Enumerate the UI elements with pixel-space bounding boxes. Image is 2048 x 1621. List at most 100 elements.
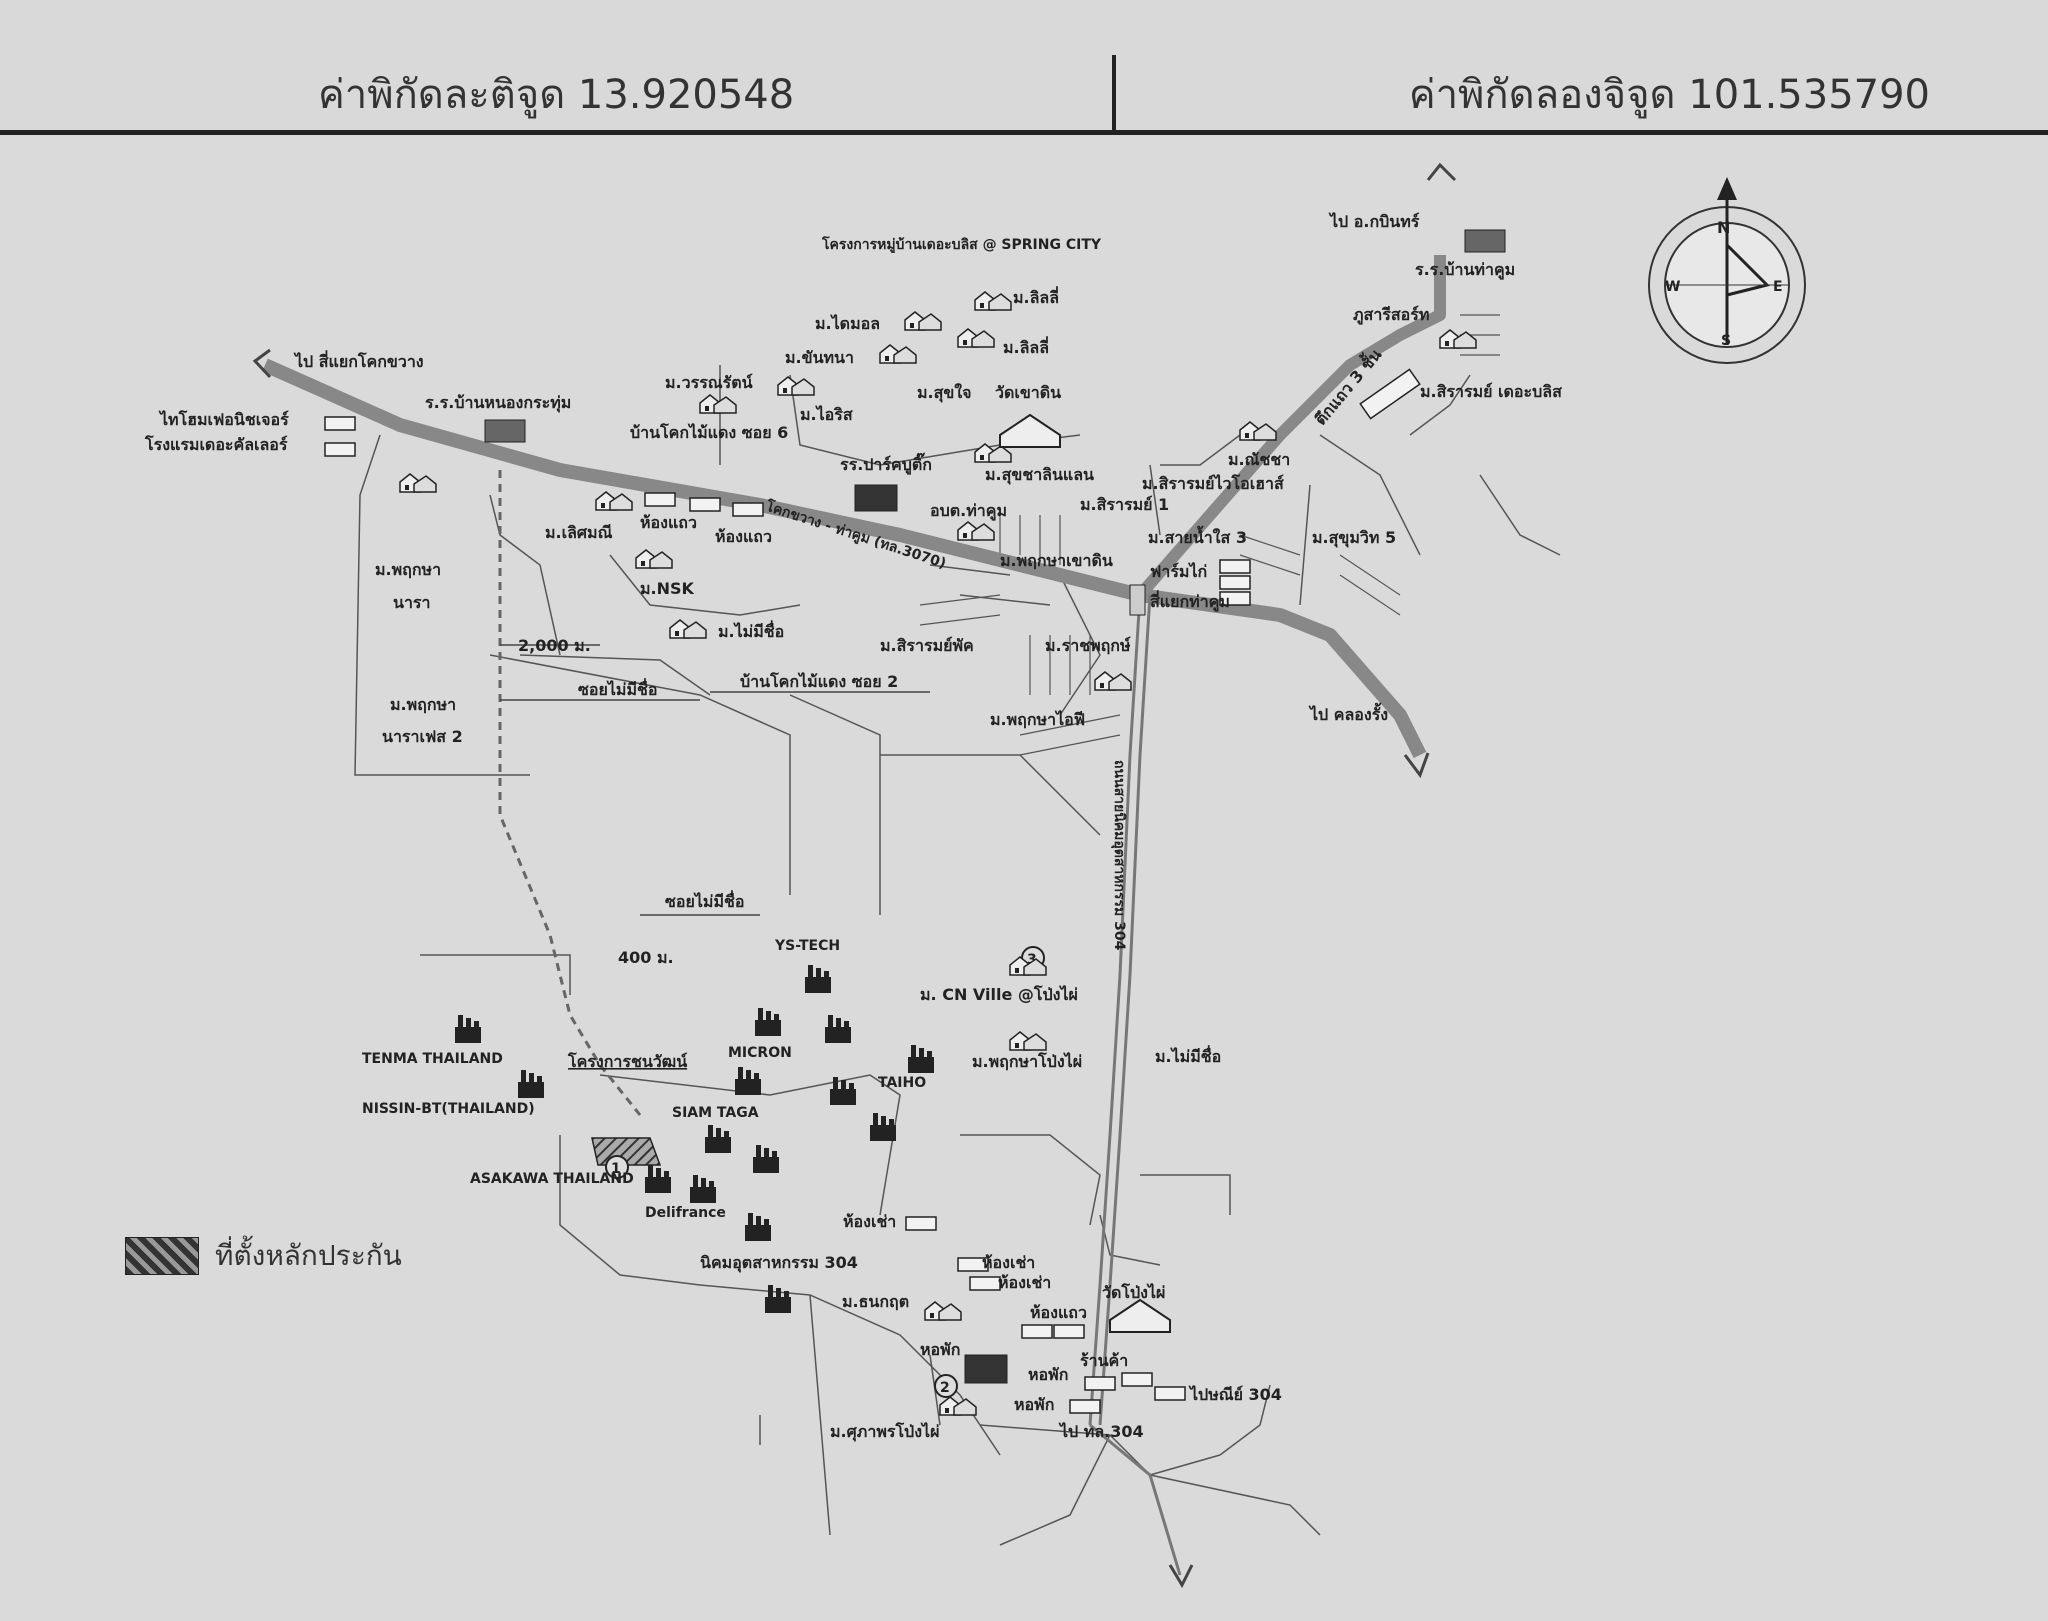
label-to-kabin: ไป อ.กบินทร์ xyxy=(1328,212,1420,231)
label-abt: อบต.ท่าคูม xyxy=(930,501,1007,522)
label-school-nongkrachum: ร.ร.บ้านหนองกระทุ่ม xyxy=(425,393,571,413)
label-m-iris: ม.ไอริส xyxy=(800,405,853,424)
label-junction-thakum: สี่แยกท่าคูม xyxy=(1150,590,1230,613)
room-box xyxy=(1154,1386,1186,1401)
label-dist-400: 400 ม. xyxy=(618,948,674,967)
label-school-banthakum: ร.ร.บ้านท่าคูม xyxy=(1415,260,1515,281)
label-room-rent2: ห้องแถว xyxy=(715,527,772,546)
compass-n: N xyxy=(1717,218,1730,237)
label-asakawa: ASAKAWA THAILAND xyxy=(470,1171,634,1187)
label-dorm2: หอพัก xyxy=(1028,1365,1068,1384)
house-icon xyxy=(1439,329,1477,349)
factory-icon xyxy=(705,1125,731,1153)
building-icon xyxy=(964,1354,1008,1384)
label-soi-noname2: ซอยไม่มีชื่อ xyxy=(665,890,744,911)
temple-icon xyxy=(999,413,1061,448)
compass-s: S xyxy=(1721,333,1731,349)
label-to-khlong: ไป คลองรั้ง xyxy=(1308,702,1388,724)
factory-icon xyxy=(518,1070,544,1098)
label-park-school: รร.ปาร์คบูติ๊ก xyxy=(840,452,932,476)
label-m-ratchaphruek: ม.ราชพฤกษ์ xyxy=(1045,636,1131,655)
label-soi-noname1: ซอยไม่มีชื่อ xyxy=(578,678,657,699)
location-map: N S E W 1 2 3 xyxy=(0,135,2048,1617)
label-to-khokkhwang: ไป สี่แยกโคกขวาง xyxy=(293,350,424,371)
room-box xyxy=(1084,1376,1116,1391)
factory-icon xyxy=(745,1213,771,1241)
shophouse-box xyxy=(1359,368,1421,420)
label-m-sirarom-park: ม.สิรารมย์พัค xyxy=(880,636,974,655)
house-icon xyxy=(904,311,942,331)
label-m-phruksa-pongphai: ม.พฤกษาโป่งไผ่ xyxy=(972,1051,1082,1071)
compass-e: E xyxy=(1773,279,1783,295)
house-icon xyxy=(924,1301,962,1321)
legend-swatch xyxy=(125,1237,199,1275)
house-icon xyxy=(957,328,995,348)
label-estate-304: นิคมอุตสาหกรรม 304 xyxy=(700,1253,858,1273)
map-legend: ที่ตั้งหลักประกัน xyxy=(125,1236,402,1276)
house-icon xyxy=(699,394,737,414)
label-m-sukjai: ม.สุขใจ xyxy=(917,383,972,403)
label-micron: MICRON xyxy=(728,1045,792,1061)
label-m-phruksa-khaodin: ม.พฤกษาเขาดิน xyxy=(1000,551,1113,570)
label-delifrance: Delifrance xyxy=(645,1205,726,1221)
local-roads xyxy=(354,365,1561,1546)
label-room-rent1: ห้องแถว xyxy=(640,513,697,532)
house-icon xyxy=(777,376,815,396)
room-box xyxy=(1021,1324,1053,1339)
label-room-rent4: ห้องเช่า xyxy=(982,1253,1035,1272)
label-m-khanthana: ม.ขันทนา xyxy=(785,348,854,367)
house-icon xyxy=(957,521,995,541)
label-m-supaporn: ม.ศุภาพรโป่งไผ่ xyxy=(830,1421,939,1442)
label-farm: ฟาร์มไก่ xyxy=(1150,562,1207,581)
factory-icon xyxy=(735,1067,761,1095)
factory-icon xyxy=(765,1285,791,1313)
house-icon xyxy=(1094,671,1132,691)
legend-label: ที่ตั้งหลักประกัน xyxy=(215,1239,402,1272)
room-box xyxy=(324,416,356,431)
label-dist-2000: 2,000 ม. xyxy=(518,636,591,655)
compass-rose: N S E W xyxy=(1648,177,1806,364)
label-phusarisot: ภูสารีสอร์ท xyxy=(1353,305,1429,326)
label-m-sirarom1: ม.สิรารมย์ 1 xyxy=(1080,495,1169,514)
housing-grids xyxy=(919,314,1500,756)
room-box xyxy=(905,1216,937,1231)
label-m-nsk: ม.NSK xyxy=(640,579,695,598)
label-room-rent6: ห้องแถว xyxy=(1030,1303,1087,1322)
label-m-noname1: ม.ไม่มีชื่อ xyxy=(718,620,784,641)
house-icon xyxy=(399,473,437,493)
school-icon xyxy=(484,419,526,443)
access-road-dashed xyxy=(498,470,642,1116)
label-shop: ร้านค้า xyxy=(1080,1351,1128,1370)
room-box xyxy=(969,1276,1001,1291)
marker-2: 2 xyxy=(934,1374,958,1398)
label-m-cn-ville: ม. CN Ville @โป่งไผ่ xyxy=(920,984,1078,1004)
direction-arrows xyxy=(252,162,1457,1589)
label-m-chaicha: ม.ณัชชา xyxy=(1228,450,1290,469)
label-siam-taga: SIAM TAGA xyxy=(672,1105,759,1121)
compass-w: W xyxy=(1665,279,1680,295)
label-m-sayanamsai: ม.สายน้ำใส 3 xyxy=(1148,525,1247,547)
label-m-thanakul: ม.ธนกฤต xyxy=(842,1292,909,1311)
room-box xyxy=(324,442,356,457)
label-nara: นารา xyxy=(393,593,431,612)
label-project: โครงการชนวัฒน์ xyxy=(567,1051,687,1071)
longitude-label: ค่าพิกัดลองจิจูด 101.535790 xyxy=(1408,72,1930,118)
house-icon xyxy=(974,291,1012,311)
room-box xyxy=(689,497,721,512)
factory-icon xyxy=(830,1077,856,1105)
room-boxes xyxy=(324,368,1421,1414)
temple-icon xyxy=(1109,1298,1171,1333)
label-taiho: TAIHO xyxy=(878,1075,926,1091)
label-to-304: ไป ทล.304 xyxy=(1058,1422,1144,1441)
factory-icon xyxy=(753,1145,779,1173)
label-post-304: ไปษณีย์ 304 xyxy=(1188,1385,1282,1404)
factory-icon xyxy=(825,1015,851,1043)
house-icon xyxy=(595,491,633,511)
temple-icons xyxy=(999,413,1171,1333)
coordinates-header: ค่าพิกัดละติจูด 13.920548 ค่าพิกัดลองจิจ… xyxy=(0,0,2048,135)
map-labels: ไป สี่แยกโคกขวาง ไป อ.กบินทร์ ไป คลองรั้… xyxy=(144,212,1562,1442)
house-icon xyxy=(1009,1031,1047,1051)
label-dorm1: หอพัก xyxy=(920,1340,960,1359)
label-m-lilly2: ม.ลิลลี่ xyxy=(1003,336,1049,357)
svg-text:3: 3 xyxy=(1027,952,1037,968)
